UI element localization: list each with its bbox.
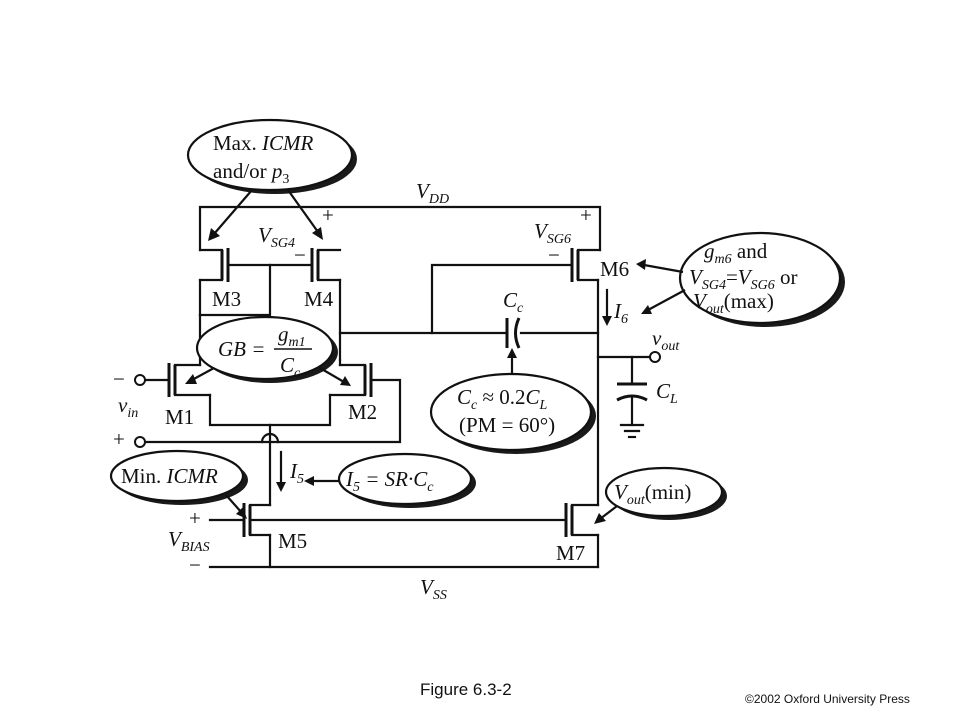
- max-icmr-arrows: [208, 189, 323, 241]
- load-capacitor: [616, 382, 648, 439]
- figure-caption: Figure 6.3-2: [420, 680, 512, 699]
- m6-label: M6: [600, 257, 629, 281]
- svg-text:GB =: GB =: [218, 337, 265, 361]
- max-icmr-callout: Max. ICMR and/or p3: [186, 118, 357, 194]
- svg-text:gm1: gm1: [278, 322, 306, 350]
- vbias-plus-sign: +: [189, 506, 201, 530]
- vsg4-plus-sign: +: [322, 203, 334, 227]
- m5-label: M5: [278, 529, 307, 553]
- gm6-arrows: [636, 259, 686, 314]
- vout-min-arrow: [594, 505, 618, 524]
- i5-arrow: [304, 476, 339, 486]
- svg-text:Max. ICMR: Max. ICMR: [213, 131, 313, 155]
- svg-text:Vout(min): Vout(min): [614, 480, 691, 508]
- cl-label: CL: [656, 379, 678, 407]
- svg-text:Min. ICMR: Min. ICMR: [121, 464, 218, 488]
- vsg6-plus-sign: +: [580, 203, 592, 227]
- m2-label: M2: [348, 400, 377, 424]
- svg-text:Cc: Cc: [280, 353, 301, 381]
- svg-text:and/or p3: and/or p3: [213, 159, 289, 187]
- vdd-rail: [198, 205, 602, 252]
- min-icmr-arrow: [225, 494, 247, 519]
- transistor-m5: [208, 503, 567, 569]
- svg-text:VSG4=VSG6 or: VSG4=VSG6 or: [689, 265, 798, 293]
- i6-label: I6: [613, 299, 628, 327]
- compensation-capacitor: [505, 317, 521, 349]
- current-i6-arrow: [602, 288, 612, 326]
- m3-label: M3: [212, 287, 241, 311]
- cc-callout: Cc ≈ 0.2CL (PM = 60°): [429, 372, 596, 454]
- i5-callout: I5 = SR·Cc: [337, 452, 476, 508]
- vsg4-label: VSG4: [258, 223, 295, 251]
- svg-text:gm6 and: gm6 and: [704, 239, 768, 267]
- vsg6-minus-sign: −: [548, 243, 560, 267]
- vin-minus-sign: −: [113, 367, 125, 391]
- vsg4-minus-sign: −: [294, 243, 306, 267]
- svg-text:Cc ≈ 0.2CL: Cc ≈ 0.2CL: [457, 385, 548, 413]
- gm6-callout: gm6 and VSG4=VSG6 or Vout(max): [678, 231, 845, 327]
- output-node: [596, 351, 661, 385]
- cc-label: Cc: [503, 288, 524, 316]
- tail-node: [208, 393, 332, 507]
- cc-arrow: [507, 348, 517, 374]
- gb-arrows: [185, 367, 351, 386]
- vout-min-callout: Vout(min): [604, 466, 727, 520]
- svg-text:Vout(max): Vout(max): [693, 289, 774, 317]
- transistor-m3: [198, 248, 230, 317]
- vin-plus-sign: +: [113, 427, 125, 451]
- vin-label: vin: [118, 393, 138, 421]
- svg-text:(PM = 60°): (PM = 60°): [459, 413, 555, 437]
- vout-label: vout: [652, 326, 680, 354]
- vbias-minus-sign: −: [189, 553, 201, 577]
- transistor-m7: [564, 503, 600, 569]
- svg-text:I5 = SR·Cc: I5 = SR·Cc: [345, 467, 434, 495]
- m1-label: M1: [165, 405, 194, 429]
- current-i5-arrow: [276, 450, 286, 492]
- vdd-label: VDD: [416, 179, 449, 207]
- vsg6-label: VSG6: [534, 219, 571, 247]
- vss-label: VSS: [420, 575, 447, 603]
- gb-callout: GB = gm1 Cc: [195, 315, 338, 383]
- m7-label: M7: [556, 541, 585, 565]
- transistor-m1: [134, 343, 212, 397]
- transistor-m2: [134, 358, 402, 448]
- min-icmr-callout: Min. ICMR: [109, 449, 248, 505]
- transistor-m6: [430, 248, 602, 507]
- i5-label: I5: [289, 459, 304, 487]
- copyright-notice: ©2002 Oxford University Press: [745, 692, 910, 706]
- vbias-label: VBIAS: [168, 527, 210, 555]
- m4-label: M4: [304, 287, 334, 311]
